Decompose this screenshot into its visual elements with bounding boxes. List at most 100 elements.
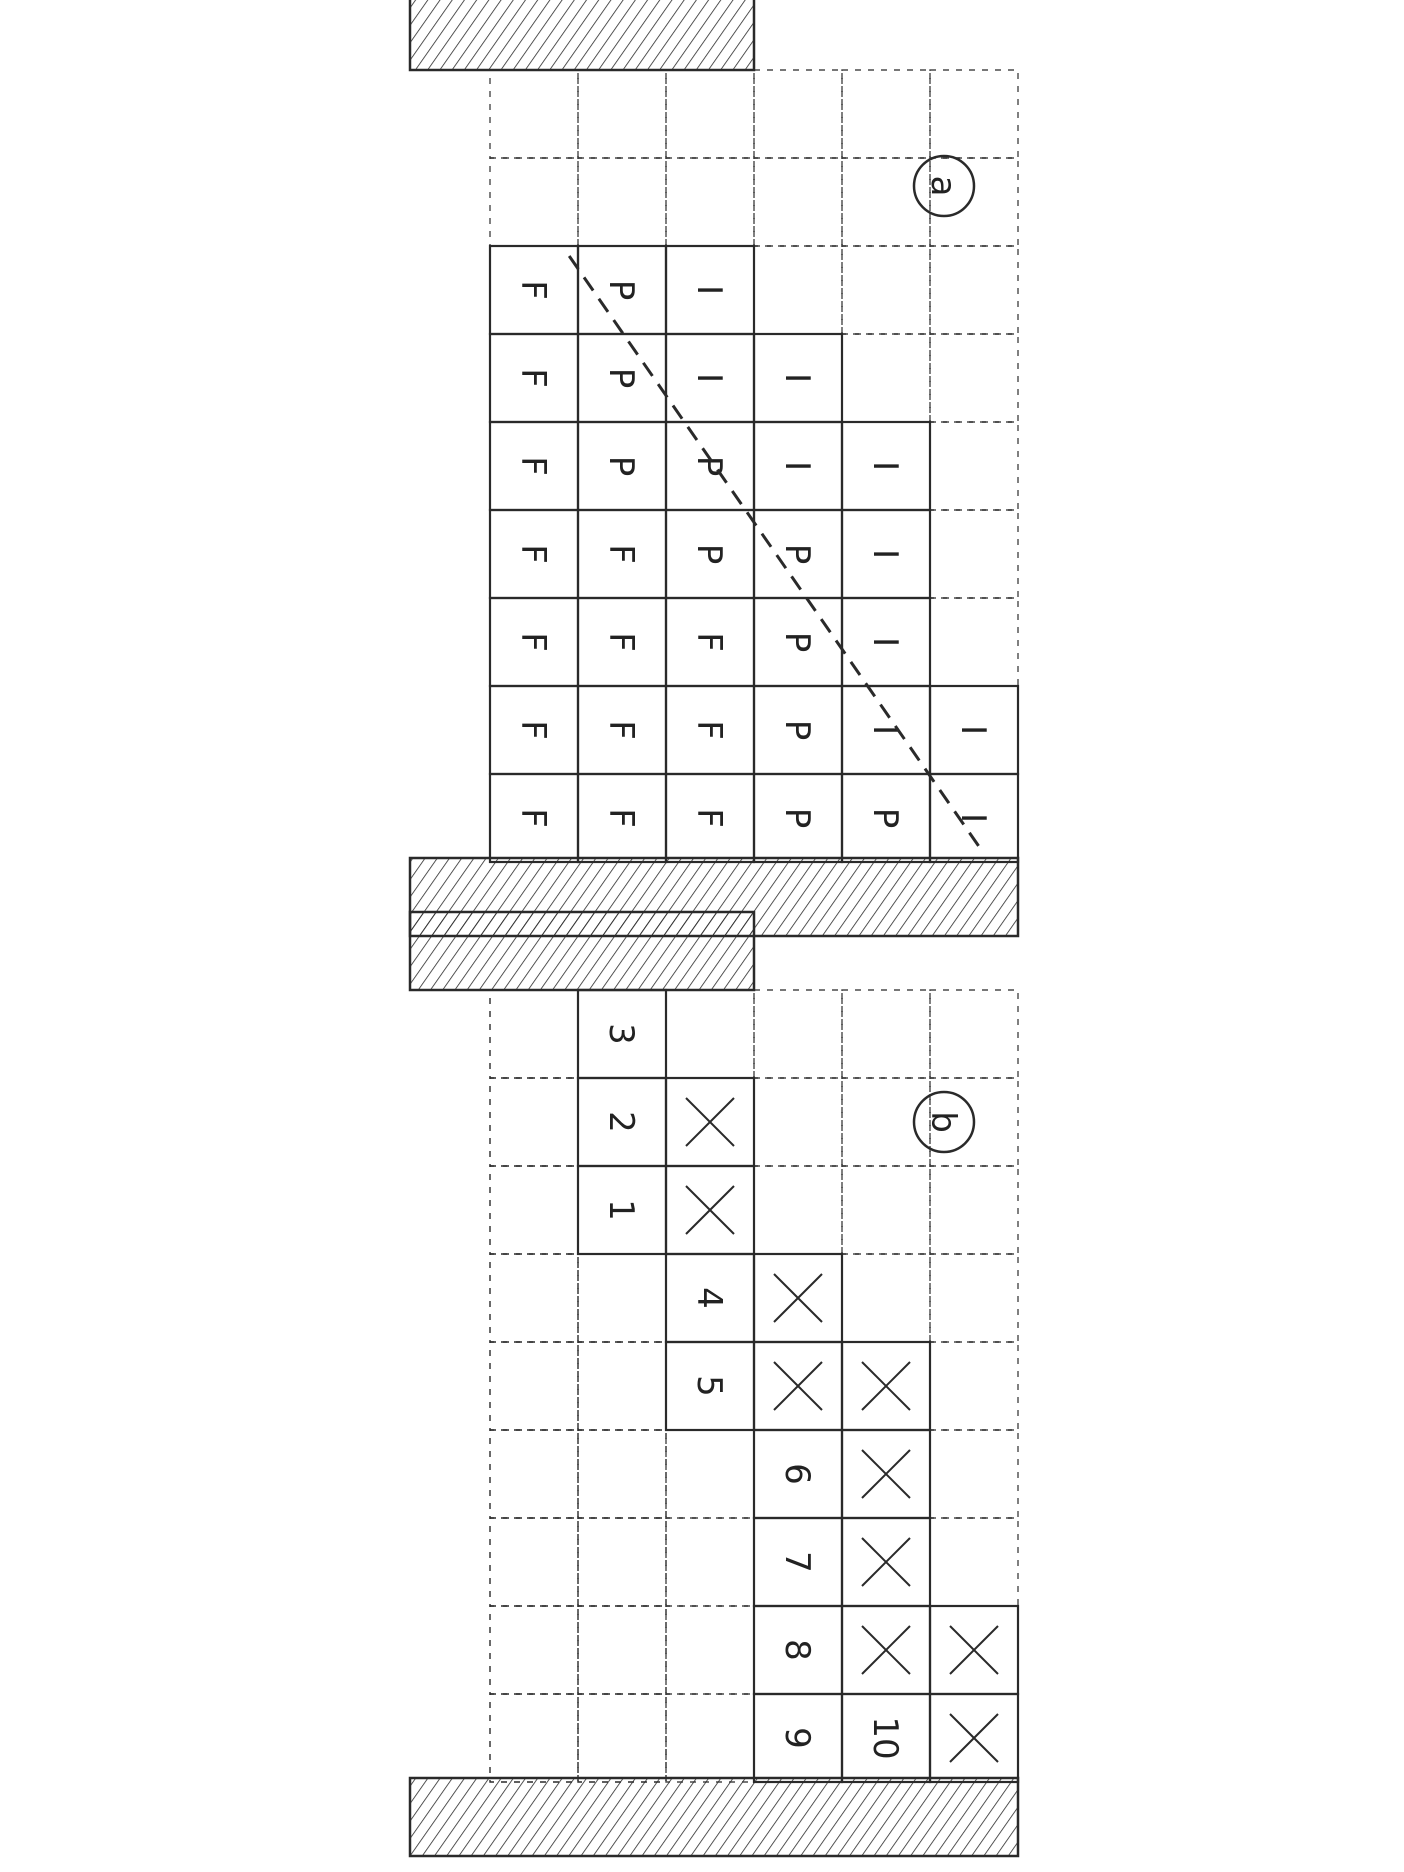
cross-mark (861, 1449, 911, 1499)
panel-label: a (923, 176, 963, 197)
cell-label: F (601, 544, 641, 564)
grid-cell (841, 1165, 931, 1255)
grid-cell (752, 1252, 844, 1344)
panel-label-circle (912, 1090, 976, 1154)
cell-label: F (513, 368, 553, 388)
cell-label: P (689, 544, 729, 565)
cell-label: I (689, 373, 729, 383)
grid-cell (752, 332, 844, 424)
cell-label: I (865, 725, 905, 735)
cell-label: P (601, 456, 641, 477)
grid-cell (664, 1076, 756, 1168)
grid-cell (489, 989, 579, 1079)
grid-cell (577, 69, 667, 159)
panel-label: b (923, 1111, 963, 1133)
grid-cell (577, 1517, 667, 1607)
grid-cell (665, 1517, 755, 1607)
cell-label: F (689, 720, 729, 740)
cross-mark (949, 1713, 999, 1763)
grid-cell (577, 1605, 667, 1695)
cell-label: 2 (601, 1111, 641, 1133)
grid-cell (577, 1253, 667, 1343)
grid-cell (841, 69, 931, 159)
cell-label: 10 (865, 1716, 905, 1759)
grid-cell (489, 1517, 579, 1607)
grid-cell (665, 1693, 755, 1783)
grid-cell (929, 421, 1019, 511)
grid-cell (753, 1165, 843, 1255)
grid-cell (929, 989, 1019, 1079)
cell-label: 9 (777, 1727, 817, 1749)
grid-cell (489, 69, 579, 159)
cross-mark (773, 1361, 823, 1411)
cell-label: F (513, 280, 553, 300)
grid-cell (929, 1077, 1019, 1167)
grid-cell (753, 69, 843, 159)
cell-label: P (865, 808, 905, 829)
cell-label: 6 (777, 1463, 817, 1485)
cell-label: F (601, 720, 641, 740)
grid-cell (753, 245, 843, 335)
cell-label: P (777, 632, 817, 653)
grid-cell (928, 684, 1020, 776)
cell-label: 1 (601, 1199, 641, 1221)
grid-cell (840, 1340, 932, 1432)
cell-label: I (689, 285, 729, 295)
cell-label: I (865, 549, 905, 559)
cell-label: I (953, 813, 993, 823)
grid-cell (577, 157, 667, 247)
grid-cell (841, 989, 931, 1079)
grid-cell (929, 1253, 1019, 1343)
grid-cell (841, 333, 931, 423)
grid-cell (489, 1605, 579, 1695)
grid-cell (753, 157, 843, 247)
cell-label: F (513, 456, 553, 476)
cell-label: F (513, 632, 553, 652)
cell-label: P (601, 368, 641, 389)
grid-cell (489, 1165, 579, 1255)
cross-mark (685, 1185, 735, 1235)
grid-cell (929, 333, 1019, 423)
cell-label: I (865, 637, 905, 647)
cross-mark (949, 1625, 999, 1675)
cell-label: P (777, 544, 817, 565)
grid-cell (489, 1341, 579, 1431)
cross-mark (773, 1273, 823, 1323)
grid-cell (929, 1165, 1019, 1255)
grid-cell (929, 69, 1019, 159)
grid-cell (577, 1693, 667, 1783)
cell-label: F (689, 632, 729, 652)
grid-cell (577, 1429, 667, 1519)
grid-cell (577, 1341, 667, 1431)
grid-cell (489, 1253, 579, 1343)
cell-label: 8 (777, 1639, 817, 1661)
grid-cell (841, 1077, 931, 1167)
grid-cell (928, 1604, 1020, 1696)
grid-cell (665, 157, 755, 247)
dashed-diagonal (567, 255, 985, 853)
cross-mark (861, 1537, 911, 1587)
cell-label: 3 (601, 1023, 641, 1045)
cross-mark (861, 1625, 911, 1675)
grid-cell (841, 157, 931, 247)
cell-label: I (777, 461, 817, 471)
grid-cell (929, 1341, 1019, 1431)
cell-label: 4 (689, 1287, 729, 1309)
cell-label: F (513, 544, 553, 564)
cell-label: I (865, 461, 905, 471)
grid-cell (489, 157, 579, 247)
grid-cell (576, 988, 668, 1080)
cell-label: 5 (689, 1375, 729, 1397)
cell-label: P (601, 280, 641, 301)
cell-label: F (689, 808, 729, 828)
grid-cell (665, 69, 755, 159)
ground-hatch-top (408, 0, 756, 72)
grid-cell (929, 245, 1019, 335)
grid-cell (841, 245, 931, 335)
grid-cell (929, 1429, 1019, 1519)
grid-cell (665, 989, 755, 1079)
grid-cell (841, 1253, 931, 1343)
grid-cell (929, 157, 1019, 247)
grid-cell (753, 989, 843, 1079)
